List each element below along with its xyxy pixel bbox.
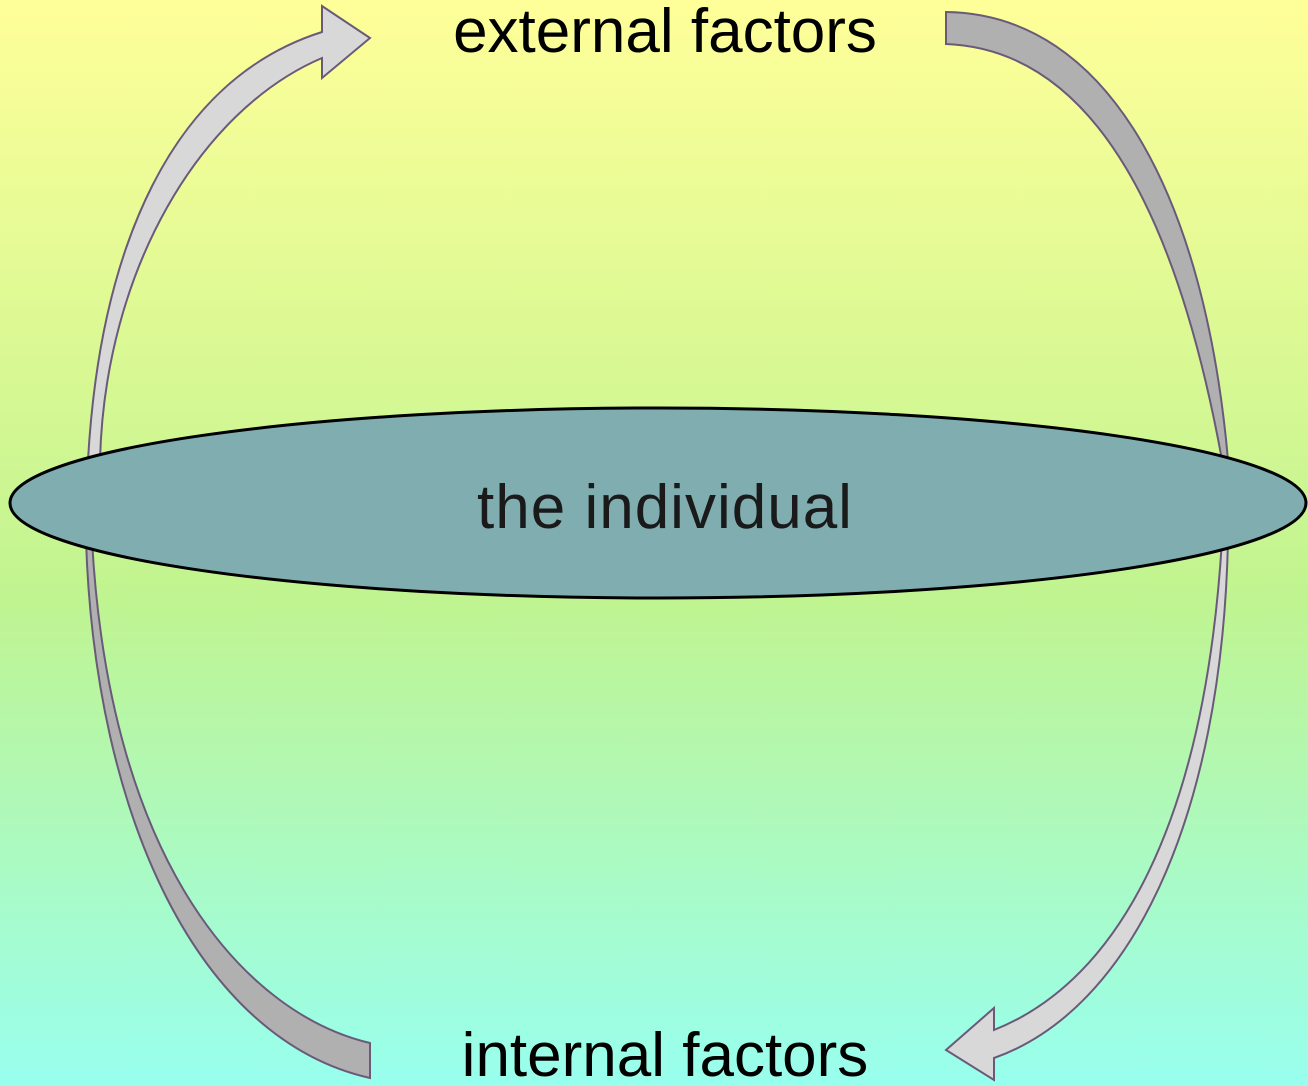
curved-arrow-up-right-icon bbox=[86, 4, 372, 461]
internal-factors-label: internal factors bbox=[462, 1021, 869, 1086]
curved-arrow-down-left-icon bbox=[944, 539, 1230, 1082]
curved-band-top-right bbox=[945, 10, 1230, 461]
external-factors-label: external factors bbox=[453, 0, 877, 66]
curved-band-bottom-left bbox=[84, 539, 371, 1080]
individual-label: the individual bbox=[477, 473, 853, 542]
individual-ellipse bbox=[8, 406, 1308, 600]
